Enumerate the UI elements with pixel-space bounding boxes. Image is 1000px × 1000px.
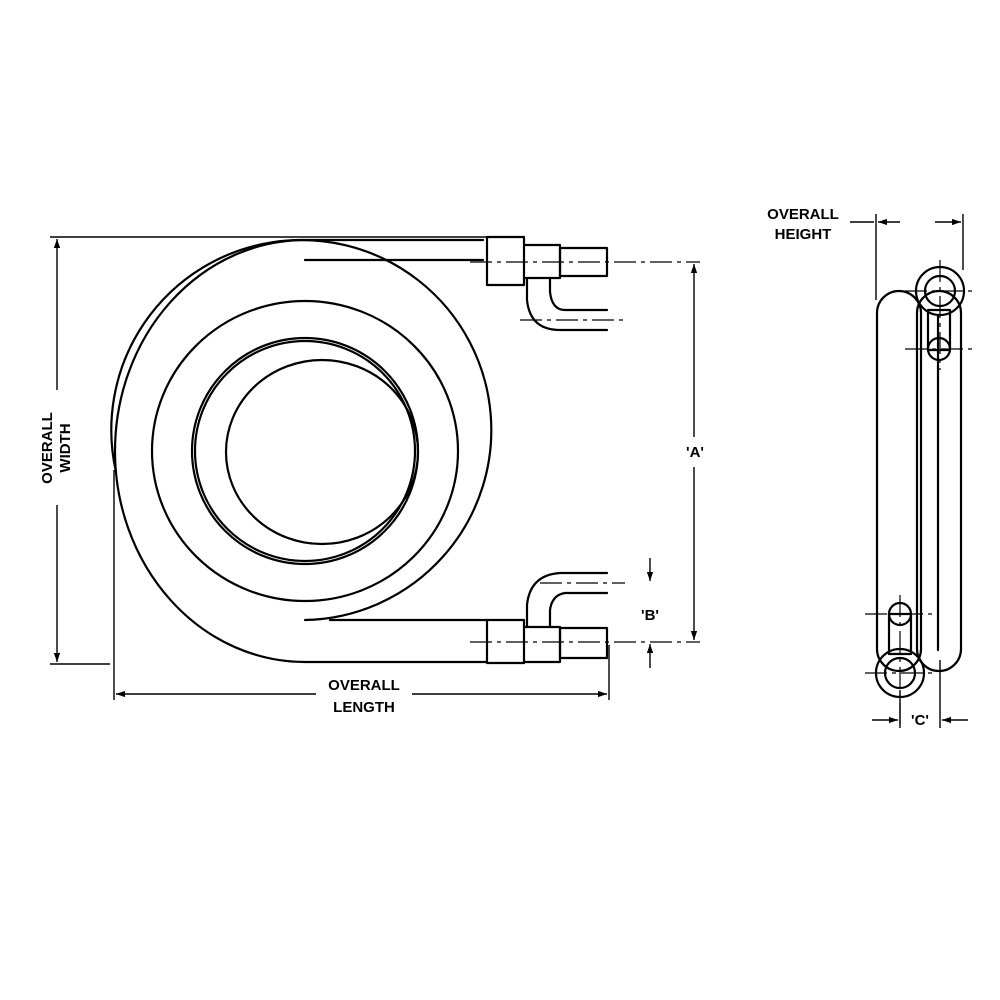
dimension-c-label: 'C' — [911, 712, 929, 729]
overall-width-label-line2: WIDTH — [57, 423, 74, 472]
side-tube-back — [875, 289, 923, 673]
lower-elbow — [525, 571, 609, 629]
lower-outlet-pipe — [558, 626, 609, 660]
overall-width-label-line1: OVERALL — [39, 412, 56, 484]
overall-height-label-line2: HEIGHT — [775, 226, 832, 243]
overall-length-label-line2: LENGTH — [333, 699, 395, 716]
lower-fitting-body — [522, 625, 562, 664]
overall-length-label-line1: OVERALL — [328, 677, 400, 694]
front-view — [110, 235, 700, 665]
side-top-stub — [926, 308, 952, 352]
overall-height-dimension: OVERALL HEIGHT — [767, 206, 964, 300]
upper-fitting-collar — [485, 235, 526, 287]
overall-height-label-line1: OVERALL — [767, 206, 839, 223]
coil-inner-ring-inner — [224, 358, 420, 546]
coil-middle-ring-outer — [150, 299, 460, 603]
overall-width-dimension: OVERALL WIDTH — [39, 236, 487, 665]
overall-length-dimension: OVERALL LENGTH — [113, 470, 610, 716]
side-view — [865, 260, 975, 725]
dimension-a-label: 'A' — [686, 444, 704, 461]
dimension-b-label: 'B' — [641, 607, 659, 624]
side-tube-front — [915, 289, 963, 673]
dimension-c: 'C' — [872, 660, 968, 729]
dimension-a: 'A' — [686, 264, 704, 640]
upper-elbow — [525, 276, 609, 332]
dimension-b: 'B' — [641, 558, 659, 668]
coil-outer-loop — [110, 238, 493, 622]
coil-middle-ring-inner — [193, 339, 417, 563]
coil-outer-outline — [113, 238, 489, 664]
